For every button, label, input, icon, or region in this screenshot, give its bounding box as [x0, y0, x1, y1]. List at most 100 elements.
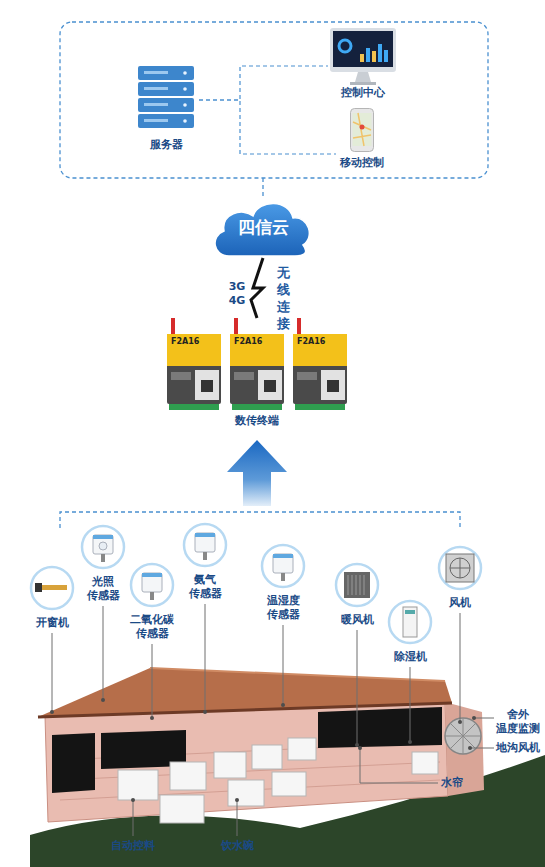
leader-line: [52, 633, 53, 712]
sensor-badge: 氨气 传感器: [163, 522, 247, 601]
fan-frame: [446, 554, 474, 582]
light-dome: [99, 542, 107, 550]
sensor-housing: [195, 533, 215, 552]
dtu-body: [167, 334, 221, 404]
phone-screen: [353, 113, 372, 146]
dtu-device: F2A16: [165, 318, 223, 410]
leader-line: [103, 606, 104, 700]
monitor-drawing: [330, 28, 396, 86]
leader-line: [410, 667, 411, 742]
sensor-drawing: [80, 524, 126, 570]
sensor-circle: [131, 564, 173, 606]
server-led: [183, 119, 187, 123]
leader-line: [237, 800, 238, 836]
leader-line: [360, 748, 438, 783]
phone-drawing: [350, 108, 374, 152]
leader-dot: [472, 716, 476, 720]
window-motor: [35, 583, 42, 592]
dtu-drawing: [228, 318, 286, 410]
fan-grille: [445, 718, 481, 754]
leader-dot: [131, 798, 135, 802]
annotation-label: 地沟风机: [496, 741, 540, 755]
sensor-drawing: [29, 565, 75, 611]
upload-arrow: [227, 440, 287, 506]
node-label: 光照 传感器: [87, 575, 120, 603]
duct-fan-box: [412, 752, 438, 774]
server-slot: [144, 71, 168, 74]
sensor-band: [195, 533, 215, 537]
leader-dot: [408, 740, 412, 744]
node-label: F2A16: [297, 337, 325, 347]
sensor-band: [142, 573, 162, 577]
leader-line: [133, 800, 134, 836]
node-label: 移动控制: [340, 156, 384, 170]
server-slot: [144, 103, 168, 106]
sensor-band: [273, 554, 293, 558]
connector-line: [199, 66, 328, 100]
node-label: 控制中心: [341, 86, 385, 100]
node-label: 风机: [449, 596, 471, 610]
feeder: [170, 762, 206, 790]
map-pin: [360, 125, 365, 130]
node-label: 四信云: [209, 216, 317, 238]
server-drawing: [136, 66, 196, 128]
sensor-band: [93, 535, 113, 539]
leader-line: [460, 613, 461, 722]
dtu-device: F2A16: [291, 318, 349, 410]
node-label: 温湿度 传感器: [267, 594, 300, 622]
leader-line: [474, 718, 494, 719]
cloud-shape: 四信云: [209, 194, 317, 260]
sensor-drawing: [260, 543, 306, 589]
server-led: [183, 71, 187, 75]
server-led: [183, 87, 187, 91]
leader-dot: [281, 703, 285, 707]
node-label: F2A16: [234, 337, 262, 347]
sensor-drawing: [437, 545, 483, 591]
sensor-badge: 暖风机: [315, 562, 399, 627]
sensor-circle: [336, 564, 378, 606]
wireless-link: [251, 258, 263, 318]
dtu-label-plate: [258, 370, 282, 400]
platform-frame: [60, 22, 488, 178]
screen-bar: [360, 54, 364, 62]
screen-bar: [372, 51, 376, 62]
leader-dot: [50, 710, 54, 714]
leader-dot: [355, 743, 359, 747]
monitor-bezel: [330, 28, 396, 72]
connector-line: [199, 100, 336, 154]
leader-dot: [101, 698, 105, 702]
sensor-drawing: [129, 562, 175, 608]
sensor-badge: 二氧化碳 传感器: [110, 562, 194, 641]
sensor-badge: 温湿度 传感器: [241, 543, 325, 622]
leader-dot: [203, 710, 207, 714]
dtu-drawing: [165, 318, 223, 410]
node-label: 除湿机: [394, 650, 427, 664]
sensor-housing: [273, 554, 293, 573]
water-curtain: [318, 707, 442, 748]
feeder: [228, 780, 264, 806]
monitor-base: [350, 82, 376, 85]
node-label: F2A16: [171, 337, 199, 347]
dtu-body: [230, 334, 284, 404]
qr-code: [327, 380, 339, 392]
server-slot: [144, 87, 168, 90]
dtu-label-plate: [195, 370, 219, 400]
sensor-circle: [31, 567, 73, 609]
sensor-circle: [184, 524, 226, 566]
dtu-device: F2A16: [228, 318, 286, 410]
dtu-panel: [230, 334, 284, 366]
leader-lines: [52, 604, 494, 836]
sensor-drawing: [334, 562, 380, 608]
screen-bar: [366, 48, 370, 62]
node-label: 开窗机: [36, 616, 69, 630]
leader-line: [283, 625, 284, 705]
screen-donut: [339, 40, 351, 52]
sensor-housing: [142, 573, 162, 592]
antenna: [297, 318, 301, 334]
node-label: 暖风机: [341, 613, 374, 627]
dehumidifier-panel: [405, 610, 415, 614]
phone-body: [351, 109, 374, 152]
roof-ridge: [150, 668, 445, 681]
terminal-strip: [169, 404, 219, 410]
